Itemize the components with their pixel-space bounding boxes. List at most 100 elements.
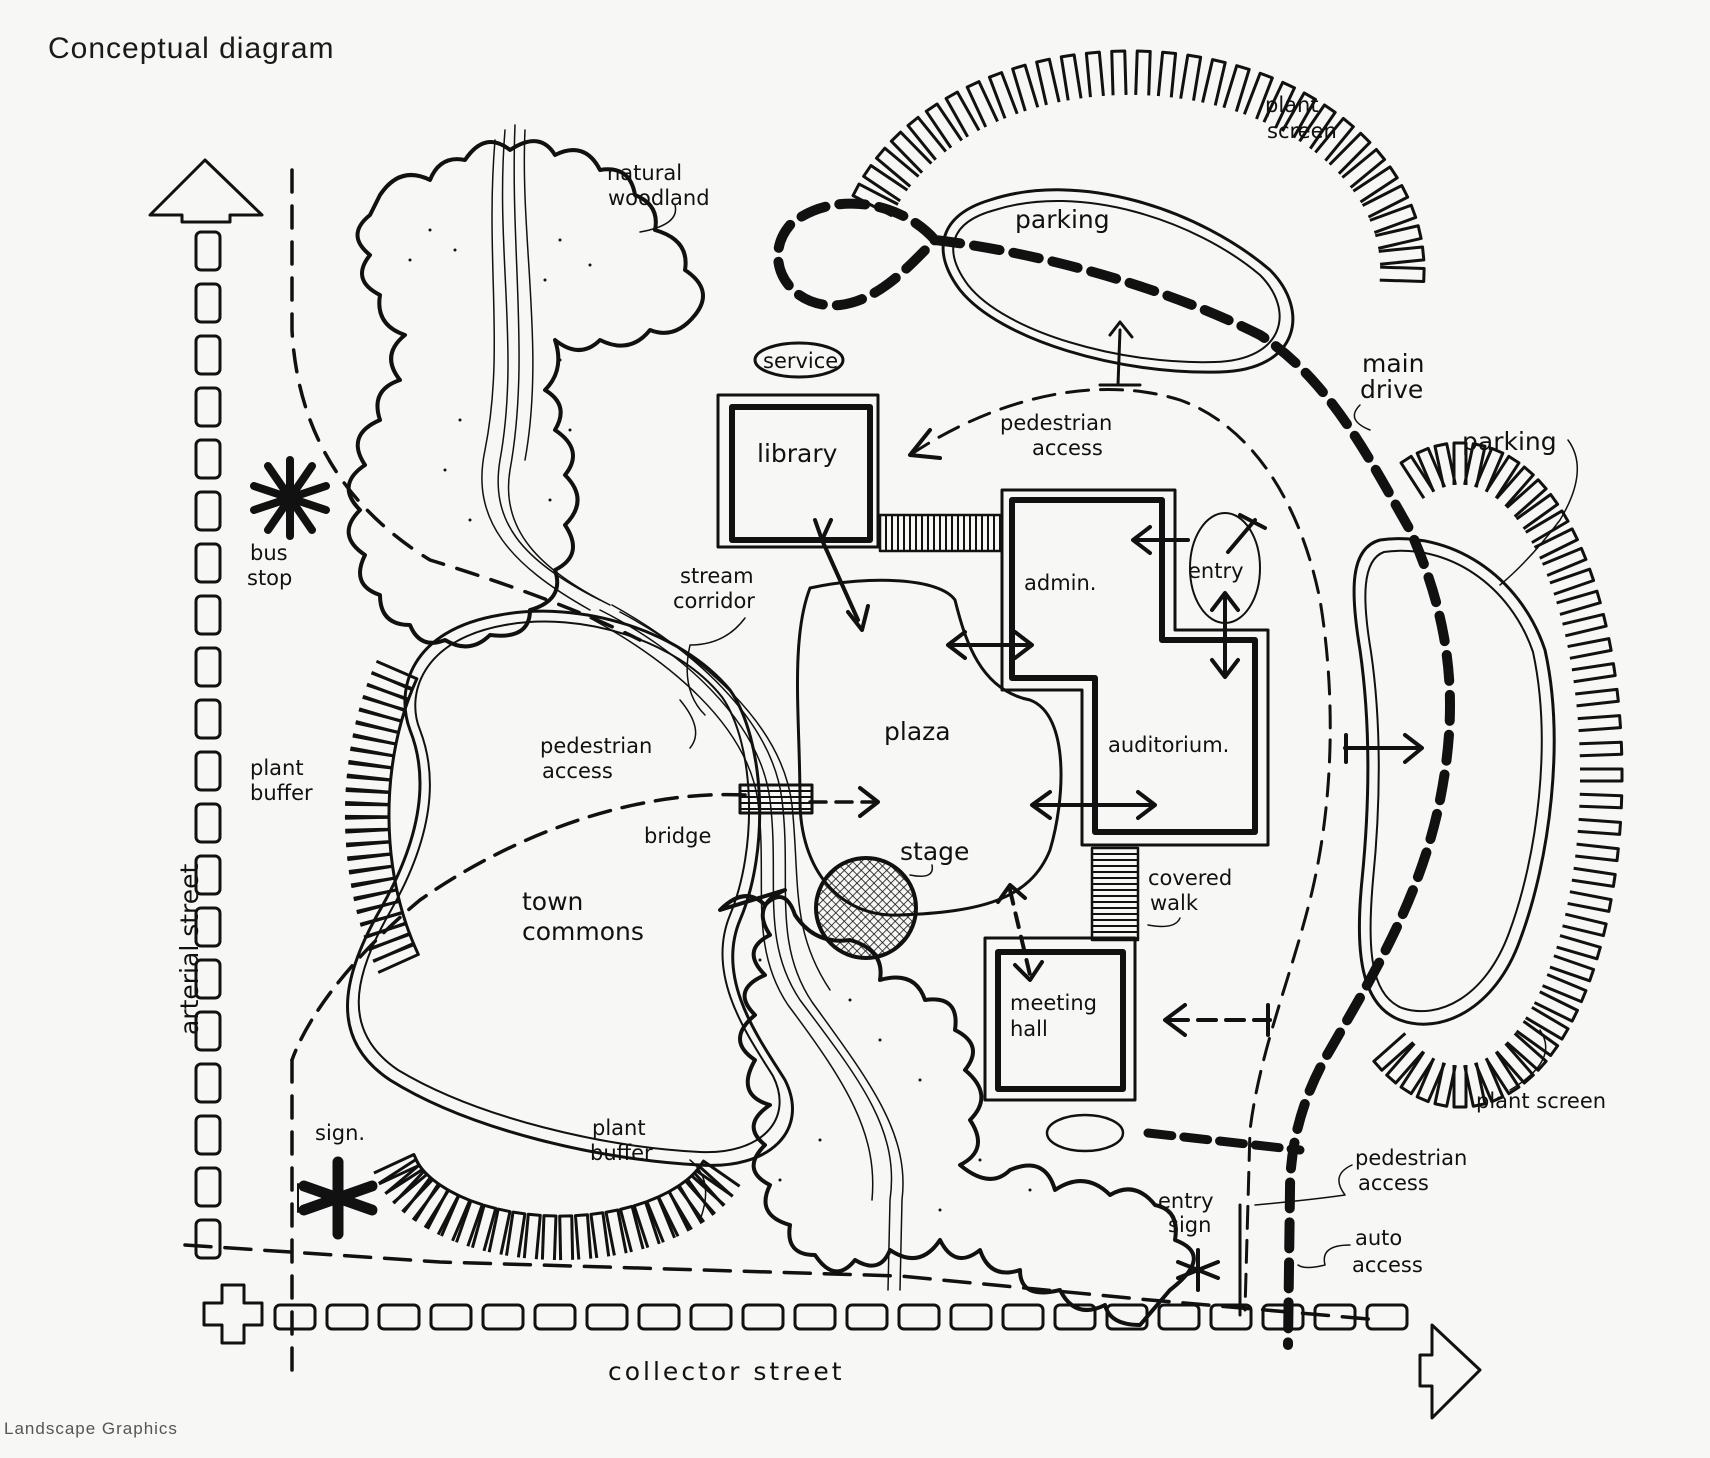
street-dash bbox=[196, 388, 220, 426]
parking-right: parking bbox=[1354, 427, 1577, 1024]
plant-buffer-left-label-2: buffer bbox=[250, 781, 313, 805]
auditorium-label: auditorium. bbox=[1108, 733, 1229, 757]
main-drive-path bbox=[778, 204, 1450, 1345]
entry-sign-label-1: entry bbox=[1158, 1189, 1214, 1213]
plant-buffer-left-label-1: plant bbox=[250, 756, 304, 780]
plant-screen-unit bbox=[1579, 794, 1621, 808]
entry-auditorium-link bbox=[1212, 593, 1238, 677]
plaza-admin-link bbox=[948, 632, 1032, 658]
plant-buffer-unit bbox=[542, 1216, 556, 1260]
entry-sign-icon bbox=[1178, 1250, 1218, 1290]
plant-screen-top-label-1: plant bbox=[1265, 93, 1319, 117]
street-dash bbox=[196, 232, 220, 270]
sign-icon bbox=[298, 1162, 372, 1234]
bus-stop-label-1: bus bbox=[250, 541, 288, 565]
plant-screen-unit bbox=[1572, 664, 1615, 682]
street-dash bbox=[899, 1305, 939, 1329]
main-drive-label-2: drive bbox=[1360, 375, 1423, 404]
pedestrian-access-br-label-1: pedestrian bbox=[1355, 1146, 1467, 1170]
street-dash bbox=[196, 1220, 220, 1258]
library-building: library bbox=[718, 395, 878, 547]
plant-screen-unit bbox=[1363, 186, 1408, 218]
pedestrian-access-left-label-1: pedestrian bbox=[540, 734, 652, 758]
plant-screen-unit bbox=[1517, 495, 1558, 529]
street-dash bbox=[196, 492, 220, 530]
diagram-title: Conceptual diagram bbox=[48, 32, 335, 65]
street-dash bbox=[196, 1116, 220, 1154]
stream-corridor-label-1: stream bbox=[680, 564, 754, 588]
natural-woodland-label-1: natural bbox=[607, 161, 682, 185]
plant-buffer-unit bbox=[379, 1160, 422, 1194]
street-dash bbox=[196, 336, 220, 374]
street-dash bbox=[196, 544, 220, 582]
plant-screen-unit bbox=[1435, 444, 1455, 488]
plant-screen-unit bbox=[1224, 66, 1249, 112]
site-boundary-west-dashed bbox=[292, 170, 640, 640]
library-plaza-link bbox=[815, 520, 858, 620]
street-dash bbox=[196, 1168, 220, 1206]
street-dash bbox=[847, 1305, 887, 1329]
street-dash bbox=[639, 1305, 679, 1329]
auto-access-spur bbox=[1148, 1133, 1300, 1150]
library-label: library bbox=[757, 439, 838, 468]
arterial-street-dashes bbox=[196, 232, 220, 1258]
plant-screen-unit bbox=[1158, 52, 1175, 97]
east-arrow-icon bbox=[1420, 1325, 1480, 1418]
street-dash bbox=[951, 1305, 991, 1329]
intersection-cross-icon bbox=[204, 1285, 262, 1343]
pedestrian-access-left-label-2: access bbox=[542, 759, 613, 783]
plant-screen-unit bbox=[1061, 55, 1081, 100]
plant-screen-unit bbox=[1557, 936, 1601, 959]
natural-woodland: natural woodland bbox=[349, 125, 710, 646]
service-label: service bbox=[763, 349, 838, 373]
plant-screen-unit bbox=[1353, 167, 1397, 202]
plant-screen-unit bbox=[1575, 689, 1618, 706]
plant-screen-unit bbox=[1563, 914, 1607, 935]
plant-buffer-unit bbox=[560, 1216, 573, 1260]
plant-screen-unit bbox=[1557, 591, 1601, 614]
parking-right-label: parking bbox=[1462, 427, 1557, 456]
plant-buffer-unit bbox=[345, 830, 390, 844]
plant-screen-unit bbox=[1568, 892, 1612, 912]
street-dash bbox=[196, 752, 220, 790]
arrow-meeting-hall-icon bbox=[998, 885, 1042, 980]
arrow-to-parking-icon bbox=[1100, 322, 1140, 385]
pedestrian-access-br-label-2: access bbox=[1358, 1171, 1429, 1195]
natural-woodland-label-2: woodland bbox=[608, 186, 710, 210]
stream-corridor-label-2: corridor bbox=[673, 589, 755, 613]
plant-screen-unit bbox=[1181, 55, 1201, 101]
town-commons-label-1: town bbox=[522, 887, 583, 916]
plant-screen-unit bbox=[908, 117, 946, 159]
plant-buffer-unit bbox=[345, 817, 389, 830]
street-dash bbox=[431, 1305, 471, 1329]
street-dash bbox=[1367, 1305, 1407, 1329]
plant-screen-unit bbox=[876, 148, 918, 186]
plaza-label: plaza bbox=[884, 717, 951, 746]
plant-buffer-unit bbox=[524, 1214, 540, 1259]
town-commons-label-2: commons bbox=[522, 917, 644, 946]
street-dash bbox=[196, 700, 220, 738]
pedestrian-access-top-label-1: pedestrian bbox=[1000, 411, 1112, 435]
plant-screen-unit bbox=[1379, 247, 1424, 264]
plant-screen-top-label-2: screen bbox=[1267, 119, 1337, 143]
plant-screen-unit bbox=[1342, 149, 1384, 187]
plant-screen-unit bbox=[1578, 819, 1621, 834]
street-dash bbox=[691, 1305, 731, 1329]
meeting-hall-label-2: hall bbox=[1010, 1017, 1048, 1041]
plant-screen-unit bbox=[1454, 1065, 1466, 1107]
plant-screen-unit bbox=[1579, 742, 1621, 756]
street-dash bbox=[196, 596, 220, 634]
plant-screen-unit bbox=[1136, 51, 1150, 95]
collector-street-label: collector street bbox=[608, 1357, 845, 1386]
street-dash bbox=[1159, 1305, 1199, 1329]
street-dash bbox=[196, 1064, 220, 1102]
plant-buffer-bottom bbox=[374, 1155, 740, 1261]
street-dash bbox=[327, 1305, 367, 1329]
stage-meeting-hall-link bbox=[1010, 890, 1030, 975]
street-dash bbox=[587, 1305, 627, 1329]
plant-buffer-unit bbox=[575, 1215, 590, 1260]
street-dash bbox=[483, 1305, 523, 1329]
footer-credit: Landscape Graphics bbox=[4, 1419, 178, 1438]
plant-screen-unit bbox=[1112, 51, 1126, 95]
